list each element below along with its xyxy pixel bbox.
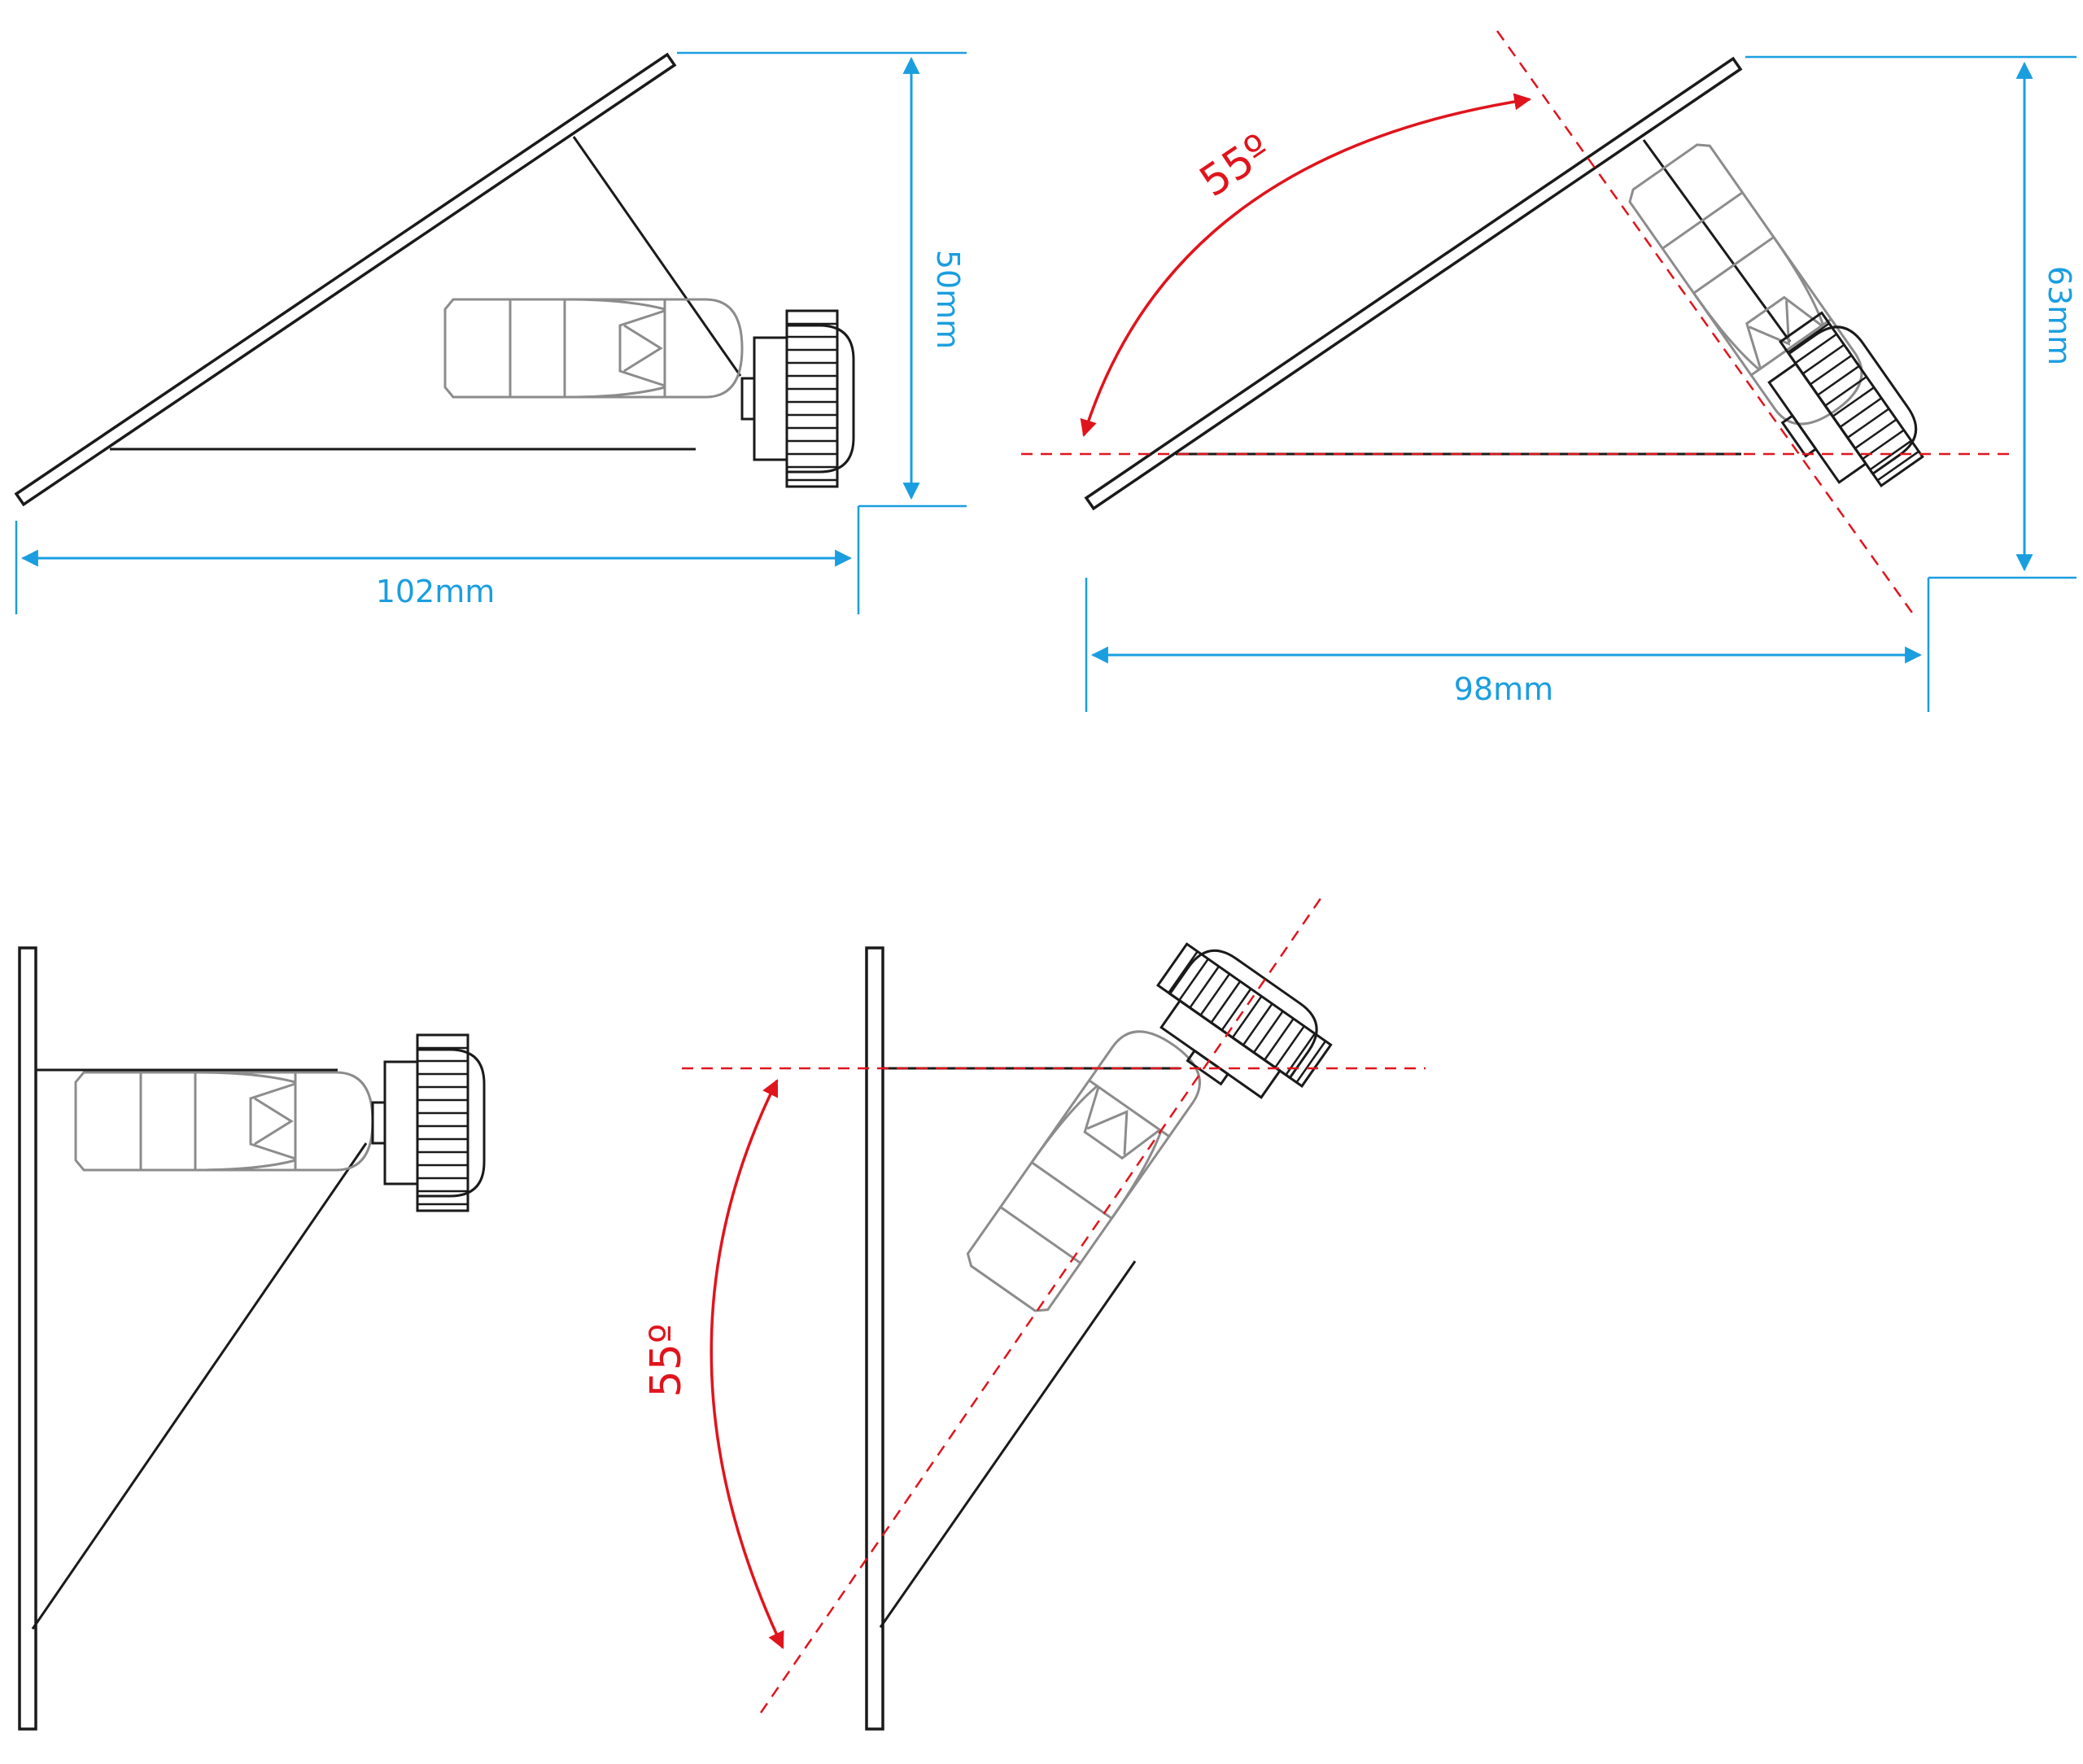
diagram-bottom-middle: 55º bbox=[642, 892, 1426, 1731]
height-dimension-label: 50mm bbox=[930, 250, 966, 349]
angle-arc-bottom bbox=[710, 1079, 784, 1649]
diagram-top-left: 102mm 50mm bbox=[14, 51, 967, 614]
diagram-top-right: 55º 98mm 63mm bbox=[1021, 30, 2077, 712]
width-dimension-label: 102mm bbox=[376, 574, 496, 609]
height-dimension-label-2: 63mm bbox=[2042, 266, 2077, 365]
angle-label-bottom: 55º bbox=[642, 1324, 691, 1398]
width-dimension-label-2: 98mm bbox=[1454, 671, 1553, 707]
angle-label-top: 55º bbox=[1191, 125, 1280, 207]
angle-arc-top bbox=[1080, 93, 1532, 438]
diagram-bottom-left bbox=[18, 946, 486, 1731]
